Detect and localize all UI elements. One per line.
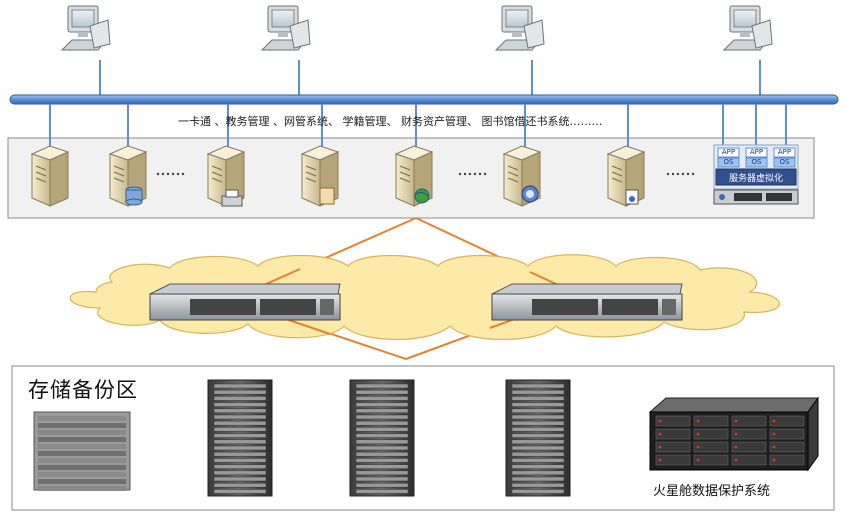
client-pc-icon xyxy=(723,5,773,51)
os-cell: OS xyxy=(779,158,790,166)
app-cell: APP xyxy=(721,148,736,156)
client-pc-icon xyxy=(61,5,111,51)
app-cell: APP xyxy=(749,148,764,156)
mars-backup-appliance-icon xyxy=(648,396,819,472)
virtualization-label: 服务器虚拟化 xyxy=(728,174,783,184)
client-pc-icon xyxy=(495,5,545,51)
storage-zone-title: 存储备份区 xyxy=(28,378,138,402)
mars-system-label: 火星舱数据保护系统 xyxy=(653,484,771,499)
print-server-icon xyxy=(207,145,245,207)
ellipsis-dots xyxy=(156,172,695,176)
mail-server-icon xyxy=(503,145,541,207)
network-switch-icon xyxy=(491,283,683,321)
os-cell: OS xyxy=(723,158,734,166)
client-pc-icon xyxy=(261,5,311,51)
network-switch-icon xyxy=(149,283,341,321)
os-cell: OS xyxy=(751,158,762,166)
storage-array-icon xyxy=(33,411,131,491)
rack-drive-rows xyxy=(213,383,565,494)
file-server-icon xyxy=(301,145,339,207)
app-cell: APP xyxy=(777,148,792,156)
app-server-icon xyxy=(607,145,645,207)
pc-connection-lines xyxy=(99,60,761,96)
database-server-icon xyxy=(109,145,147,207)
server-connection-lines xyxy=(49,104,787,150)
server-icon xyxy=(31,145,69,207)
systems-label: 一卡通 、教务管理 、网管系统、 学籍管理、 财务资产管理、 图书馆借还书系统…… xyxy=(178,115,603,128)
server-virtualization-icon xyxy=(713,144,799,205)
web-server-icon xyxy=(395,145,433,207)
network-bus xyxy=(9,94,839,105)
